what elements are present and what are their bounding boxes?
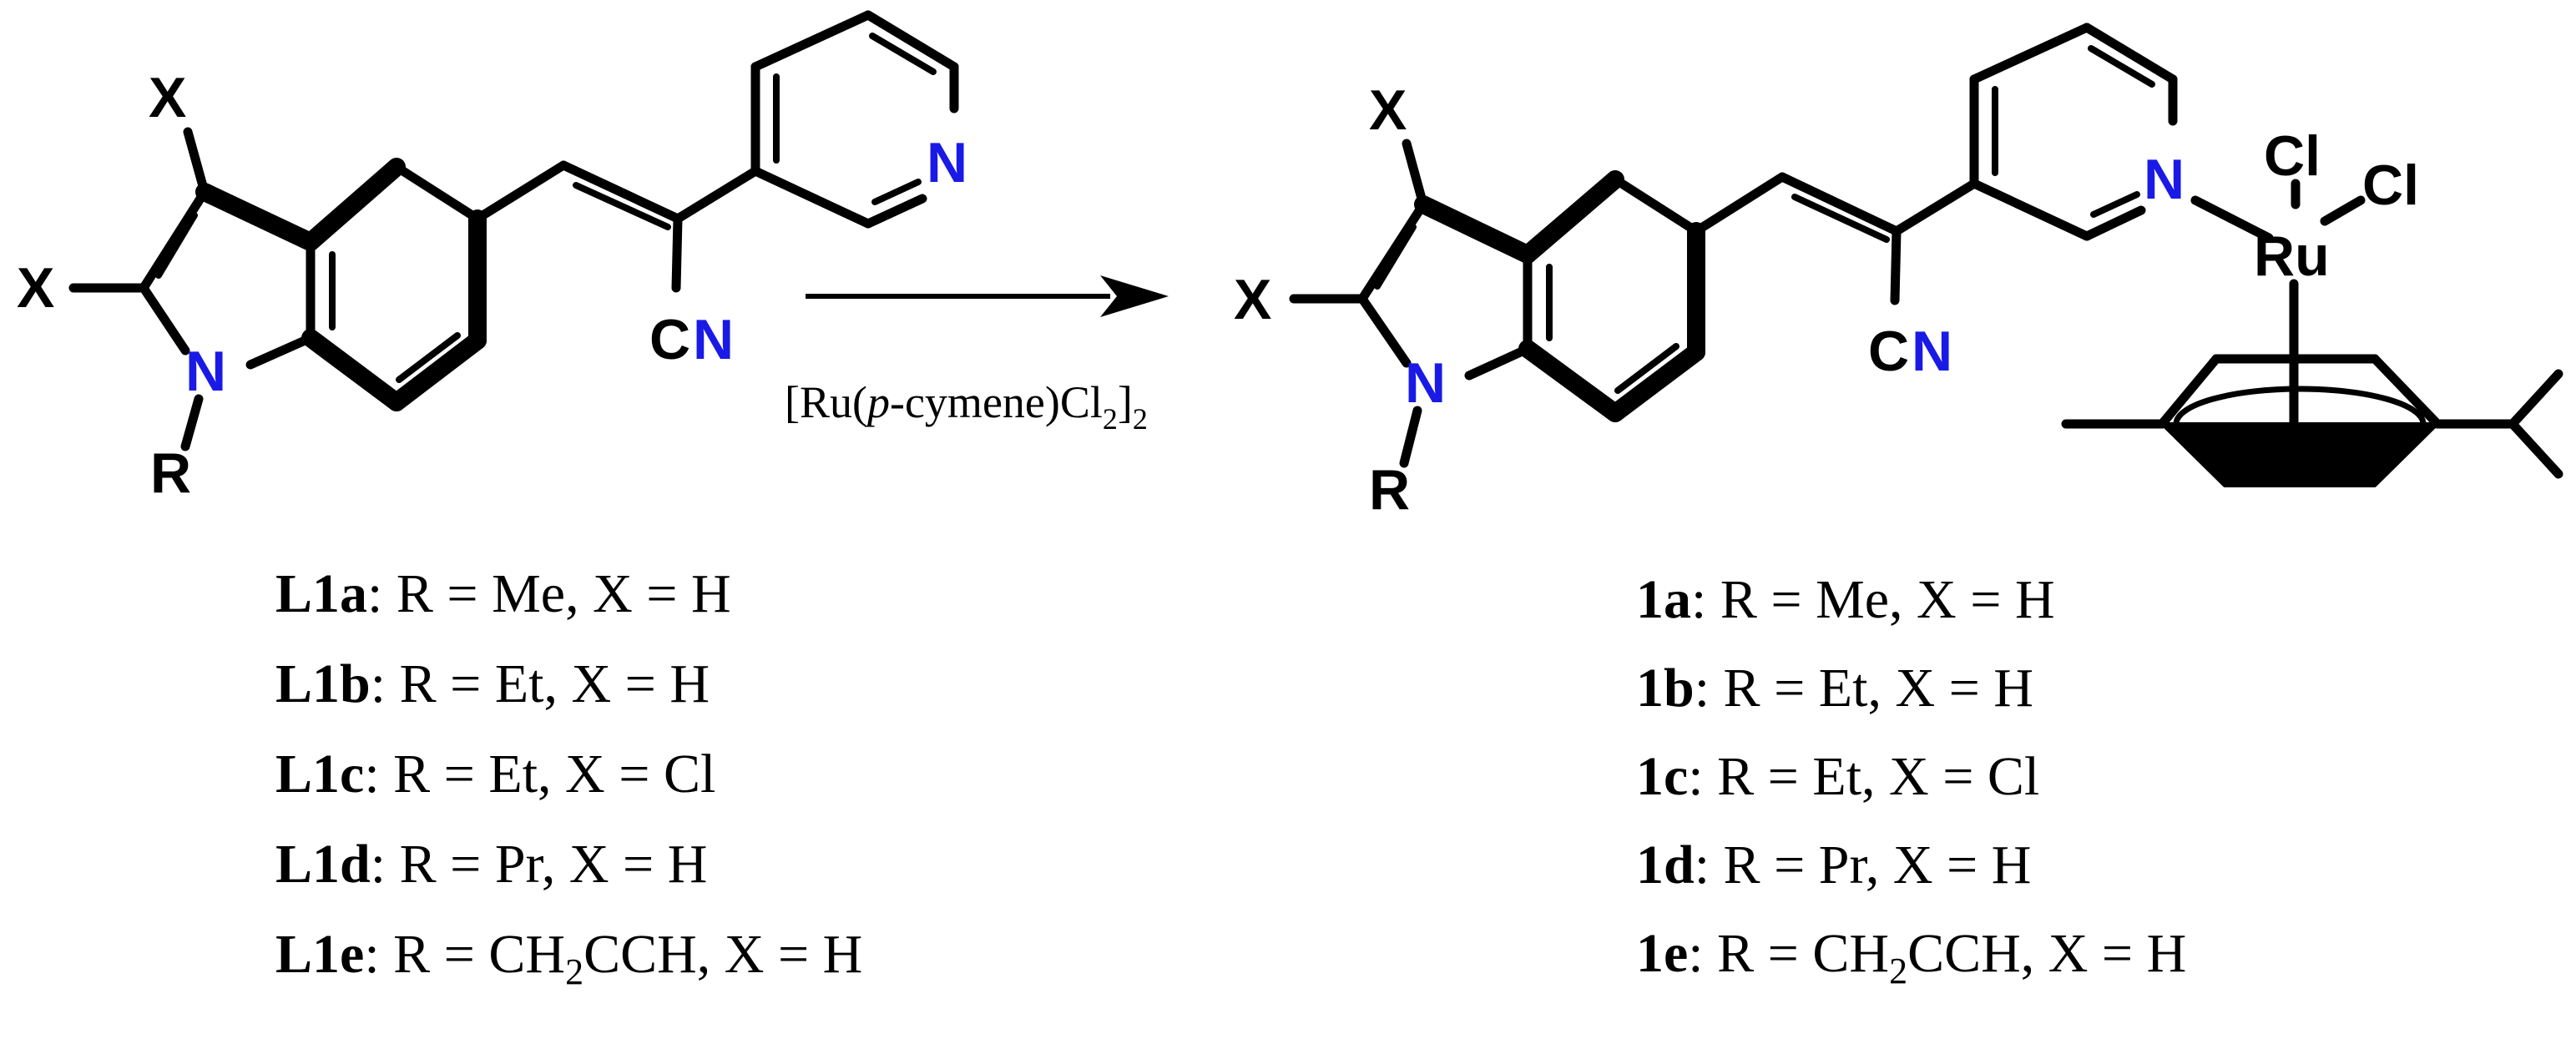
ligand-structure xyxy=(68,10,959,451)
ligand-x-top: X xyxy=(149,66,186,129)
ligand-caption-list: L1a: R = Me, X = H L1b: R = Et, X = H L1… xyxy=(275,563,862,992)
complex-n-pyridine: N xyxy=(2144,148,2185,211)
ligand-n-pyridine: N xyxy=(927,131,967,194)
reagent-label: [Ru(p-cymene)Cl2]2 xyxy=(785,377,1148,436)
complex-caption-d: 1d: R = Pr, X = H xyxy=(1636,835,2031,895)
ligand-caption-a: L1a: R = Me, X = H xyxy=(275,563,731,624)
complex-c-nitrile: C xyxy=(1868,320,1909,383)
complex-x-top: X xyxy=(1369,78,1407,142)
complex-ru: Ru xyxy=(2254,224,2330,288)
ligand-n-indole: N xyxy=(185,340,226,403)
reaction-arrow xyxy=(806,275,1169,317)
ligand-caption-b: L1b: R = Et, X = H xyxy=(275,653,710,714)
complex-atom-labels: X X N R N C N Cl Cl Ru xyxy=(1234,78,2419,522)
ligand-c-nitrile: C xyxy=(649,308,690,371)
complex-caption-e: 1e: R = CH2CCH, X = H xyxy=(1636,923,2186,991)
complex-caption-b: 1b: R = Et, X = H xyxy=(1636,658,2033,719)
ligand-x-left: X xyxy=(17,256,54,320)
ligand-n-nitrile: N xyxy=(693,308,734,371)
complex-r: R xyxy=(1369,458,1410,522)
complex-cl-1: Cl xyxy=(2264,124,2321,188)
ligand-r: R xyxy=(150,441,191,505)
complex-n-indole: N xyxy=(1405,351,1446,415)
complex-cl-2: Cl xyxy=(2362,154,2419,217)
complex-caption-list: 1a: R = Me, X = H 1b: R = Et, X = H 1c: … xyxy=(1636,569,2186,991)
ligand-caption-d: L1d: R = Pr, X = H xyxy=(275,834,707,895)
complex-n-nitrile: N xyxy=(1912,320,1952,383)
complex-structure xyxy=(1289,23,2563,487)
ligand-caption-c: L1c: R = Et, X = Cl xyxy=(275,744,715,804)
complex-x-left: X xyxy=(1234,268,1271,331)
ligand-atom-labels: X X N R N C N xyxy=(17,66,967,505)
ligand-caption-e: L1e: R = CH2CCH, X = H xyxy=(275,924,862,992)
complex-caption-a: 1a: R = Me, X = H xyxy=(1636,569,2055,630)
complex-caption-c: 1c: R = Et, X = Cl xyxy=(1636,746,2039,807)
